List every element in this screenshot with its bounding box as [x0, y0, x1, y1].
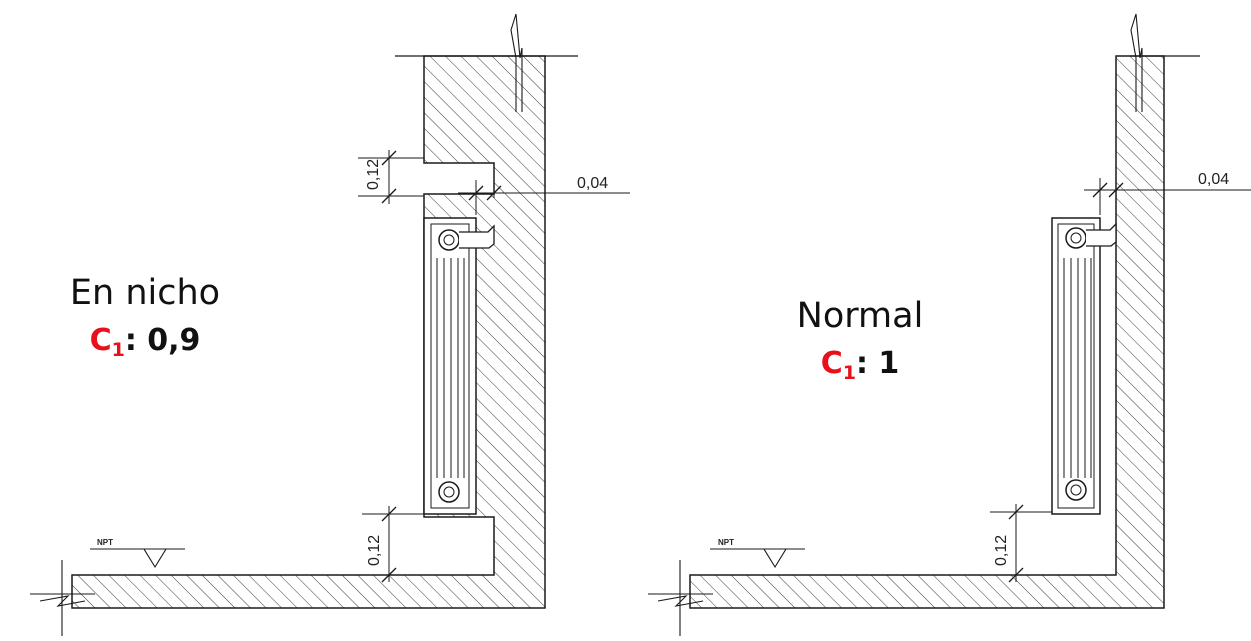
- niche-radiator: [423, 217, 495, 515]
- coef-subscript: 1: [111, 339, 125, 361]
- dim-gap-niche-label: 0,04: [577, 175, 608, 192]
- npt-label-normal: NPT: [718, 538, 734, 547]
- wall-bracket: [1086, 222, 1117, 247]
- dim-top-niche-label: 0,12: [365, 159, 382, 190]
- wall-break-line: [1130, 13, 1200, 112]
- floor-break-line: [30, 560, 95, 636]
- coef-value: : 0,9: [124, 323, 201, 358]
- normal-coefficient: C1: 1: [765, 344, 955, 393]
- npt-level-marker-niche: [90, 548, 185, 569]
- floor-break-line: [648, 560, 713, 636]
- normal-case-drawing: 0,04 0,12 NPT: [648, 13, 1251, 636]
- wall-break-line: [395, 13, 578, 112]
- normal-case-title: Normal: [796, 296, 924, 336]
- coef-letter: C: [820, 346, 843, 381]
- dim-bottom-niche-label: 0,12: [366, 535, 383, 566]
- dim-bottom-niche: [362, 506, 424, 583]
- dim-gap-normal-label: 0,04: [1198, 171, 1229, 188]
- niche-case-title: En nicho: [69, 273, 221, 313]
- coef-value: : 1: [855, 346, 900, 381]
- npt-level-marker-normal: [710, 548, 805, 569]
- niche-case-drawing: 0,12 0,04 0,12 NP: [30, 13, 630, 636]
- normal-radiator: [1051, 217, 1117, 515]
- wall-bracket: [459, 224, 495, 249]
- coef-letter: C: [89, 323, 112, 358]
- coef-subscript: 1: [842, 362, 856, 384]
- niche-case-label: En nicho C1: 0,9: [50, 273, 240, 370]
- niche-coefficient: C1: 0,9: [50, 321, 240, 370]
- dim-bottom-normal: [990, 504, 1052, 583]
- dim-bottom-normal-label: 0,12: [993, 535, 1010, 566]
- dim-gap-normal: [1084, 178, 1251, 215]
- dim-top-niche: [358, 150, 424, 204]
- dim-gap-niche: [458, 180, 630, 215]
- npt-label-niche: NPT: [97, 538, 113, 547]
- normal-case-label: Normal C1: 1: [765, 296, 955, 393]
